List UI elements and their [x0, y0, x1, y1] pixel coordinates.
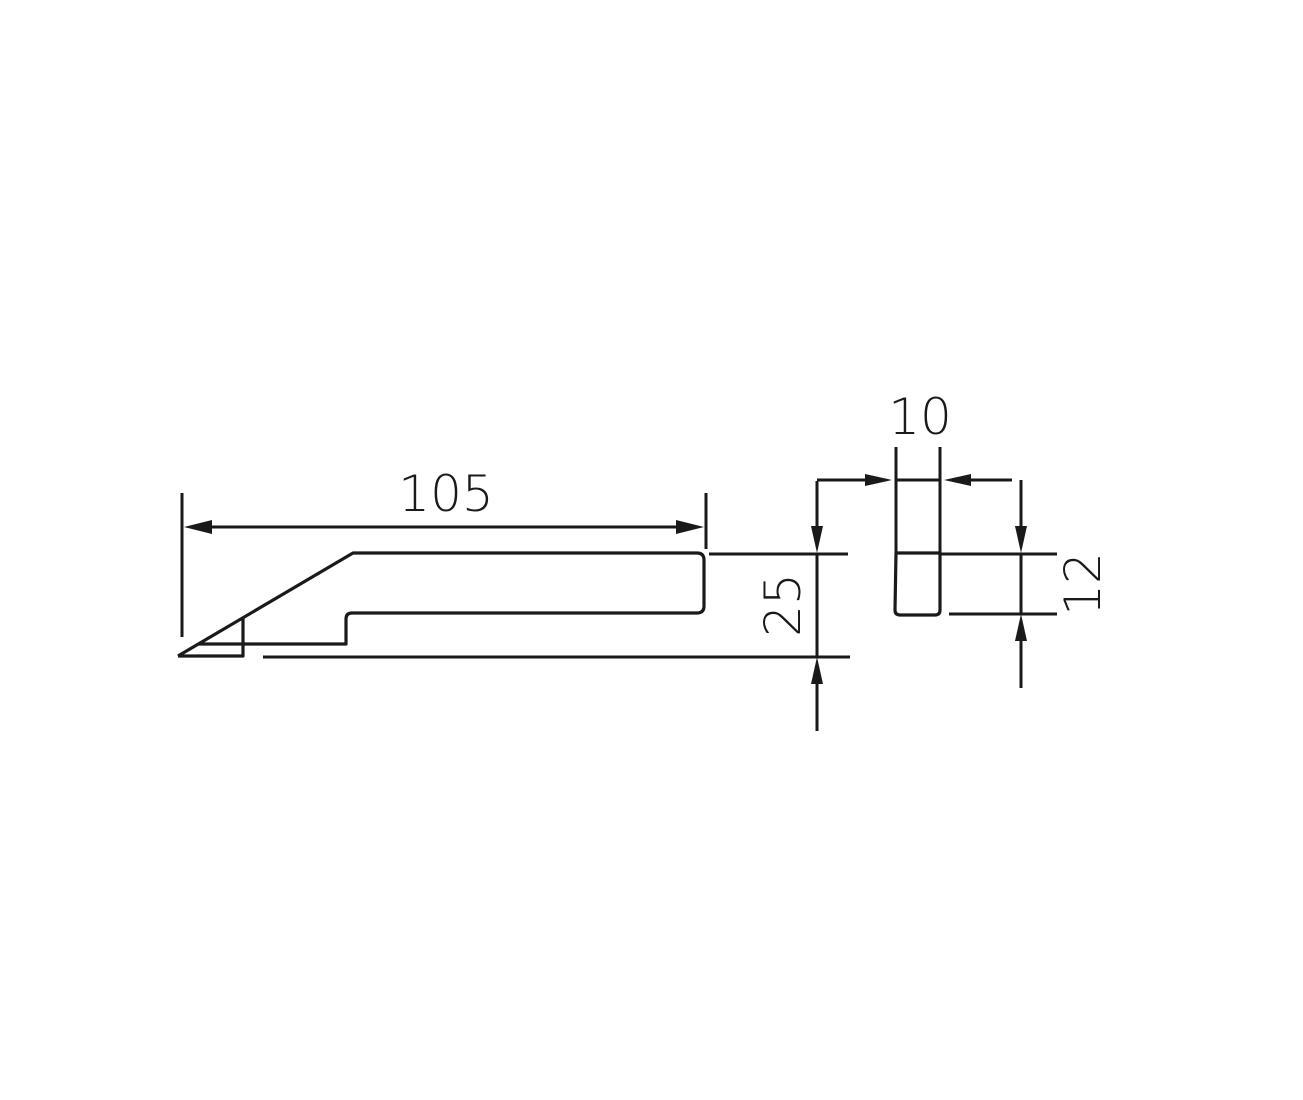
arrowhead-up — [1015, 614, 1027, 641]
handle-outline — [177, 551, 706, 658]
height-label: 12 — [1054, 552, 1112, 616]
width-label: 10 — [888, 388, 952, 446]
arrowhead-down — [811, 526, 823, 553]
arrowhead-down — [1015, 526, 1027, 553]
end-view: 10 12 — [817, 388, 1112, 688]
length-label: 105 — [398, 465, 493, 523]
end-profile — [893, 551, 942, 617]
arrowhead-up — [811, 657, 823, 684]
height-label: 25 — [754, 573, 812, 637]
arrowhead-right — [676, 520, 704, 534]
arrowhead-left — [944, 474, 971, 486]
arrowhead-right — [865, 474, 892, 486]
handle-tip-detail — [178, 618, 245, 658]
arrowhead-left — [184, 520, 212, 534]
side-view: 105 25 — [177, 465, 850, 731]
